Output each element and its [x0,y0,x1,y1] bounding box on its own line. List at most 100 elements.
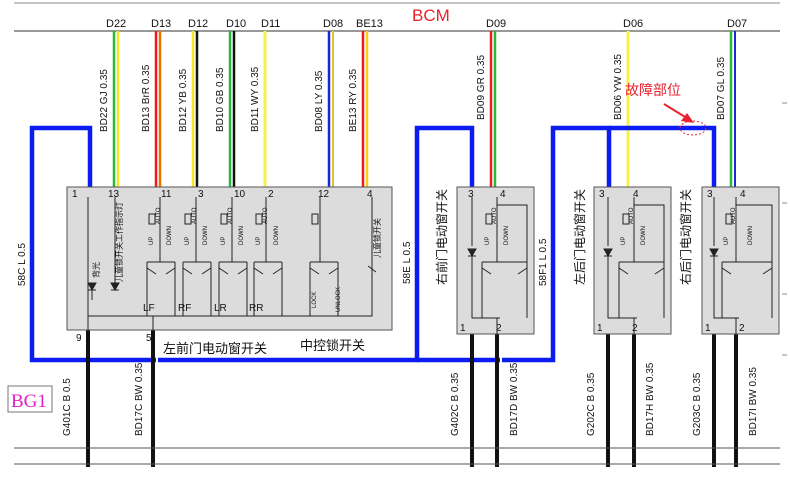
signal-label: D08 [323,18,343,30]
svg-text:4: 4 [633,189,639,200]
svg-text:12: 12 [318,189,330,200]
wire-label: BD17I BW 0.35 [748,367,759,436]
svg-text:1: 1 [460,323,466,334]
main-box-pins: 1 13 11 3 10 2 12 4 9 5 [72,189,373,344]
caption-main-window: 左前门电动窗开关 [163,341,267,357]
rf-switch-box [456,186,535,335]
main-switch-marks: UP DOWN AUTO UP DOWN AUTO UP DOWN AUTO U… [149,207,342,312]
main-box-internal [87,197,373,330]
svg-text:2: 2 [268,189,274,200]
wire-label: G402C B 0.35 [450,372,461,436]
svg-text:UP: UP [185,237,191,245]
wire-label: BD11 WY 0.35 [250,66,261,132]
caption-main-lock: 中控锁开关 [300,338,365,354]
sub-box-internal [471,197,773,334]
svg-text:UP: UP [724,237,730,245]
signal-label: D12 [188,18,208,30]
svg-text:11: 11 [161,189,172,200]
signal-label: D07 [727,18,747,30]
svg-text:UNLOCK: UNLOCK [336,287,342,312]
signal-label: D13 [151,18,171,30]
wire-label: G203C B 0.35 [692,372,703,436]
wire-label: BD08 LY 0.35 [314,70,325,132]
svg-text:DOWN: DOWN [748,226,754,245]
svg-text:AUTO: AUTO [629,207,635,224]
wire-label: BD17D BW 0.35 [509,362,520,436]
svg-text:1: 1 [705,323,711,334]
svg-text:LOCK: LOCK [312,292,318,308]
led-icon [467,248,719,258]
svg-text:2: 2 [739,323,745,334]
svg-text:3: 3 [468,189,474,200]
signal-label: D11 [261,18,280,30]
svg-text:AUTO: AUTO [192,207,198,224]
signal-wires [112,31,736,187]
svg-text:9: 9 [76,333,82,344]
wire-label: 58C L 0.5 [17,243,28,286]
signal-label: D22 [106,18,126,30]
bcm-title: BCM [412,6,450,25]
wire-label: BE13 RY 0.35 [348,69,359,132]
svg-text:DOWN: DOWN [239,226,245,245]
svg-text:3: 3 [599,189,605,200]
svg-text:AUTO: AUTO [731,207,737,224]
wire-label: 58F1 L 0.5 [538,238,549,286]
svg-text:DOWN: DOWN [167,226,173,245]
svg-text:AUTO: AUTO [228,207,234,224]
svg-text:2: 2 [632,323,638,334]
signal-label: BE13 [356,18,383,30]
wire-label: BD06 YW 0.35 [613,54,624,120]
signal-label: D09 [486,18,506,30]
wire-label: G202C B 0.35 [586,372,597,436]
fault-annotation: 故障部位 [625,83,681,99]
svg-text:DOWN: DOWN [641,226,647,245]
sub-switch-marks: UP DOWN AUTO UP DOWN AUTO UP DOWN AUTO [485,207,754,245]
wire-label: BD13 BrR 0.35 [141,64,152,132]
lr-switch-box [593,186,672,335]
switch-label-rr: RR [249,303,263,314]
switch-label-lr: LR [214,303,227,314]
svg-text:UP: UP [221,237,227,245]
led-icon [87,282,120,292]
svg-text:DOWN: DOWN [274,226,280,245]
caption-rr: 右后门电动窗开关 [678,189,693,285]
fault-circle [679,120,707,136]
switch-label-rf: RF [178,303,191,314]
svg-text:AUTO: AUTO [263,207,269,224]
svg-text:UP: UP [621,237,627,245]
svg-text:1: 1 [72,189,78,200]
bg1-connector [7,385,53,413]
svg-text:UP: UP [149,237,155,245]
ground-wires [86,330,741,467]
svg-text:UP: UP [256,237,262,245]
svg-text:UP: UP [485,237,491,245]
svg-text:5: 5 [146,333,152,344]
svg-text:10: 10 [234,189,246,200]
svg-text:1: 1 [597,323,603,334]
rr-switch-box [701,186,780,335]
wire-label: BD17H BW 0.35 [645,362,656,436]
led-label-backlight: 背光 [91,262,101,278]
led-label-child-lock: 儿童锁开关工作指示灯 [114,202,124,282]
switch-label-lf: LF [143,303,155,314]
wire-label: BD22 GJ 0.35 [99,69,110,132]
wire-label: BD07 GL 0.35 [716,57,727,120]
wire-label: G401C B 0.5 [62,378,73,436]
svg-text:4: 4 [740,189,746,200]
wire-label: BD17C BW 0.35 [134,362,145,436]
svg-text:3: 3 [198,189,204,200]
svg-text:13: 13 [108,189,120,200]
sub-box-pins: 3 4 1 2 3 4 1 2 3 4 1 2 [460,189,746,334]
main-switch-contacts [146,265,377,275]
wire-label: BD09 GR 0.35 [476,55,487,120]
svg-text:4: 4 [367,189,373,200]
blue-wires [29,125,717,363]
edge-marks [782,102,787,356]
svg-text:3: 3 [707,189,713,200]
bg1-label: BG1 [11,391,47,412]
svg-text:AUTO: AUTO [492,207,498,224]
signal-label: D06 [623,18,643,30]
wire-label: BD12 YB 0.35 [178,68,189,132]
signal-label: D10 [226,18,246,30]
wire-label: 58E L 0.5 [402,241,413,284]
